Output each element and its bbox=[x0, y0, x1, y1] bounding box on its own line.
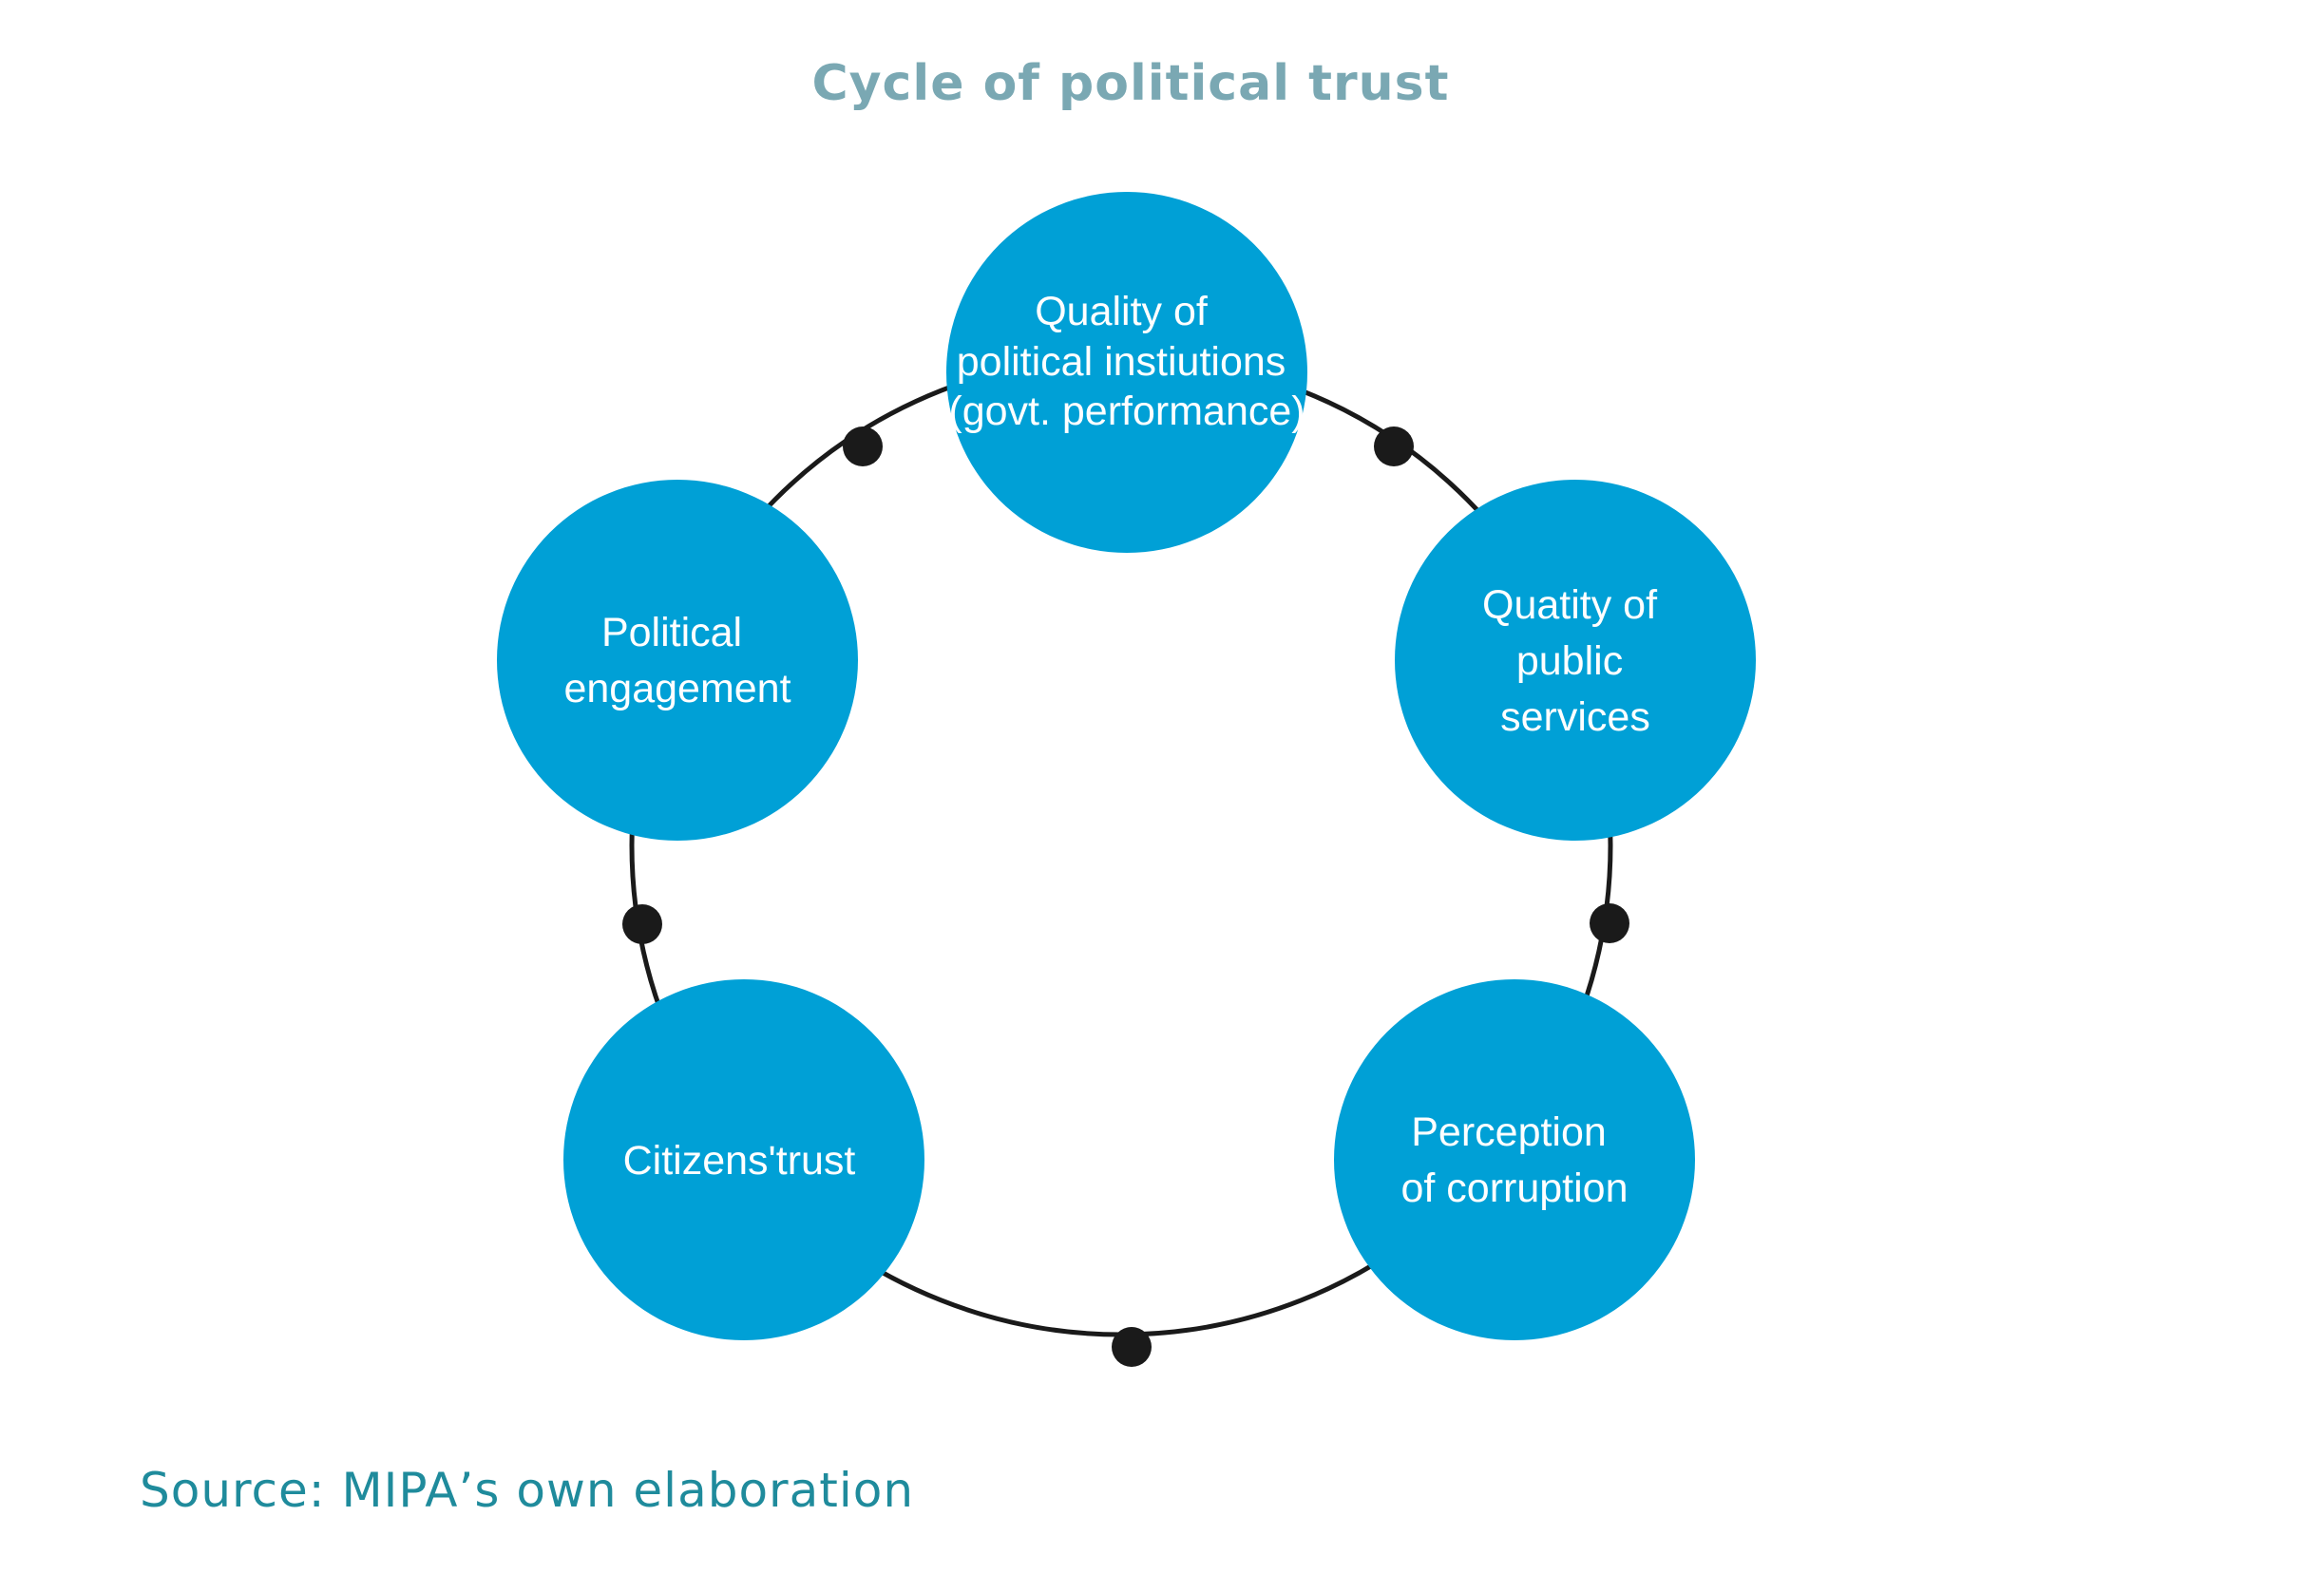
node-label-line: Perception bbox=[1411, 1109, 1607, 1155]
node-label-line: engagement bbox=[563, 666, 791, 711]
connector-dot bbox=[843, 426, 883, 466]
node-label-line: services bbox=[1500, 694, 1650, 740]
connector-dot bbox=[622, 904, 662, 944]
node-label-line: (govt. performance) bbox=[948, 389, 1305, 434]
diagram-title: Cycle of political trust bbox=[811, 55, 1450, 112]
node-label: Quality of political instiutions (govt. … bbox=[948, 289, 1305, 434]
node-label: Political engagement bbox=[563, 610, 791, 711]
node-label-line: Political bbox=[601, 610, 742, 655]
node-label: Quatity of public services bbox=[1482, 582, 1668, 740]
source-note: Source: MIPA’s own elaboration bbox=[140, 1463, 915, 1518]
node-circle bbox=[946, 192, 1307, 553]
node-label: Citizens'trust bbox=[623, 1138, 856, 1184]
node-circle bbox=[497, 480, 858, 841]
node-label-line: Quality of bbox=[1035, 289, 1209, 334]
node-circle bbox=[563, 979, 924, 1340]
node-label-line: Quatity of bbox=[1482, 582, 1658, 628]
node-label-line: Citizens'trust bbox=[623, 1138, 856, 1184]
node-citizens-trust: Citizens'trust bbox=[563, 979, 924, 1340]
node-label-line: political instiutions bbox=[957, 339, 1286, 385]
node-label-line: of corruption bbox=[1400, 1166, 1628, 1211]
node-label: Perception of corruption bbox=[1400, 1109, 1628, 1211]
node-quality-services: Quatity of public services bbox=[1395, 480, 1756, 841]
connector-dot bbox=[1590, 903, 1629, 943]
connector-dot bbox=[1112, 1327, 1152, 1367]
connector-dot bbox=[1374, 426, 1414, 466]
node-perception-corruption: Perception of corruption bbox=[1334, 979, 1695, 1340]
node-circle bbox=[1395, 480, 1756, 841]
node-label-line: public bbox=[1516, 638, 1623, 684]
node-circle bbox=[1334, 979, 1695, 1340]
node-political-engagement: Political engagement bbox=[497, 480, 858, 841]
node-quality-institutions: Quality of political instiutions (govt. … bbox=[946, 192, 1307, 553]
